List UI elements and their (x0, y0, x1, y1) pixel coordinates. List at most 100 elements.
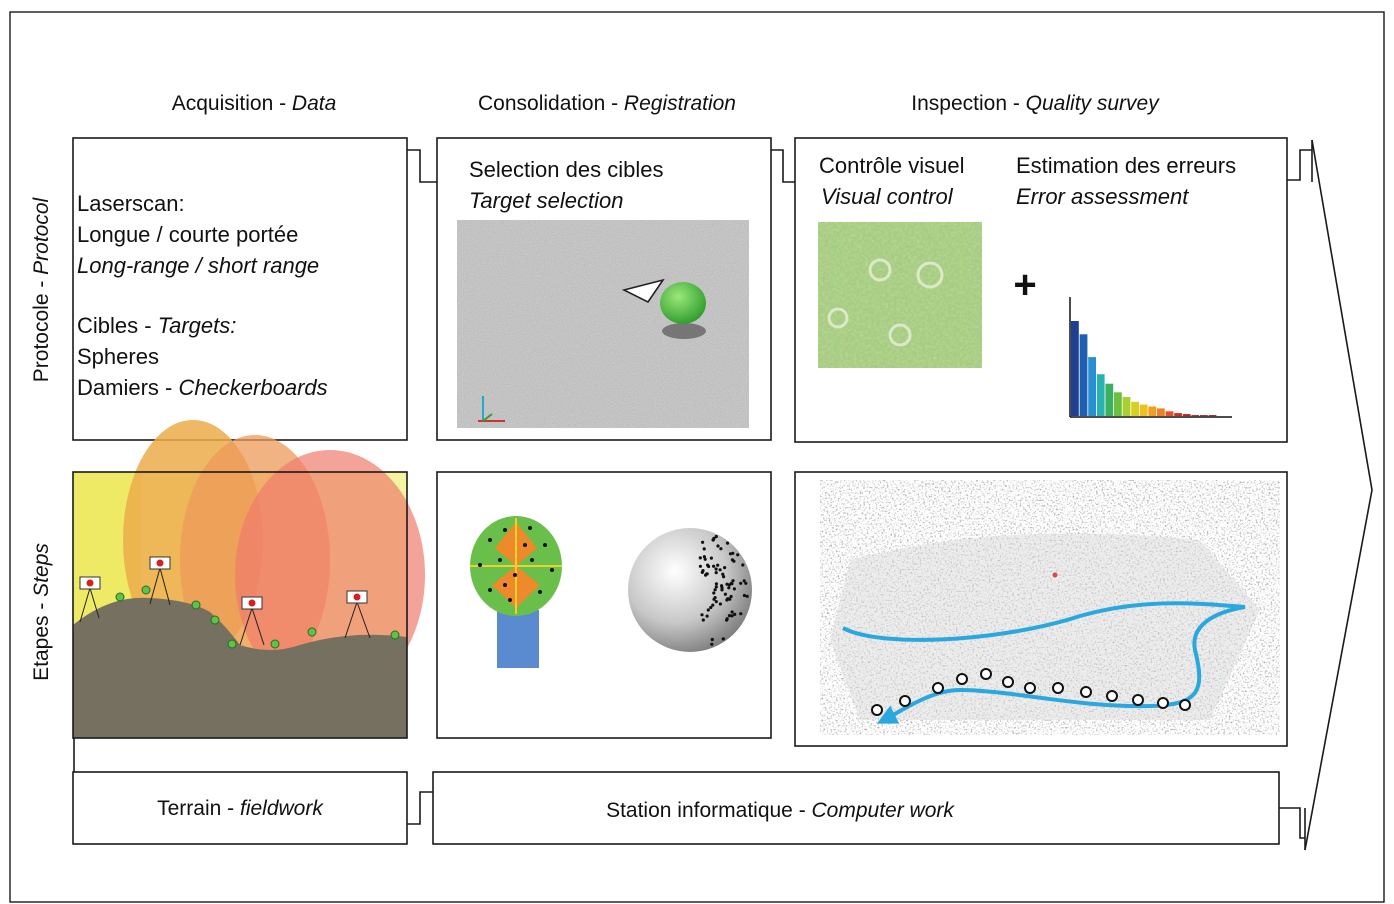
visual-control-fr: Contrôle visuel (819, 153, 965, 178)
error-histogram (1069, 297, 1232, 418)
sphere-dot (730, 610, 734, 614)
sphere-dot (745, 594, 749, 598)
sphere-dot (714, 567, 718, 571)
target-dots (115, 585, 400, 649)
sphere-dot (719, 547, 723, 551)
histogram-bar (1139, 404, 1148, 416)
sphere-dot (703, 557, 707, 561)
sphere (628, 528, 752, 652)
checkerboards-label: Damiers - Checkerboards (77, 375, 328, 400)
sphere-dot (730, 614, 734, 618)
sphere-dot (714, 534, 718, 539)
sphere-dot (722, 575, 726, 579)
sphere-dot (711, 603, 715, 607)
sphere-dot (712, 564, 716, 568)
inspection-steps-panel (794, 471, 1288, 747)
sphere-dot (723, 592, 728, 596)
sphere-dot (725, 541, 730, 545)
target-selection-title-en: Target selection (469, 188, 624, 213)
process-arrow (1304, 139, 1373, 851)
fieldwork-box (72, 771, 408, 845)
sphere-dot (733, 612, 737, 617)
sphere-dot (698, 564, 703, 568)
sphere-dot (718, 602, 723, 606)
sphere-dot (710, 637, 714, 642)
sphere-dot (701, 540, 705, 544)
sphere-dot (707, 564, 711, 569)
sphere-dot (732, 587, 737, 591)
sphere-dot (744, 581, 748, 585)
range-label-fr: Longue / courte portée (77, 222, 298, 247)
sphere-dot (731, 579, 735, 583)
scanner-icons (79, 556, 371, 646)
sphere-dot (720, 586, 724, 590)
sphere-dot (706, 608, 710, 612)
sphere-dot (742, 593, 747, 598)
histogram-bar (1079, 334, 1088, 416)
fieldwork-label: Terrain - fieldwork (157, 797, 324, 820)
sphere-dot (714, 585, 718, 589)
sphere-dot (701, 569, 705, 573)
sphere-dot (725, 617, 729, 621)
sphere-dot (710, 642, 714, 646)
row-label-steps: Etapes - Steps (30, 543, 53, 681)
sphere-dot (702, 555, 707, 559)
sphere-dot (716, 544, 720, 548)
column-header-consolidation: Consolidation - Registration (478, 92, 736, 115)
column-header-acquisition: Acquisition - Data (172, 92, 337, 115)
connector-protocol-3 (1287, 149, 1312, 181)
spheres-label: Spheres (77, 344, 159, 369)
histogram-bar (1122, 397, 1131, 416)
sphere-dot (712, 591, 716, 595)
error-assessment-fr: Estimation des erreurs (1016, 153, 1236, 178)
column-header-inspection: Inspection - Quality survey (911, 92, 1160, 115)
sphere-dot (716, 563, 720, 567)
target-selection-image (457, 220, 749, 428)
targets-label: Cibles - Targets: (77, 313, 236, 338)
sphere-dot (704, 573, 708, 577)
sphere-dot (723, 566, 727, 570)
connector-footer-2 (1279, 807, 1305, 839)
sphere-dot (701, 618, 705, 622)
sphere-dot (728, 552, 733, 556)
sphere-target-image (628, 528, 752, 652)
sphere-dot (700, 613, 704, 617)
sphere-dot (720, 588, 724, 592)
sphere-dot (725, 582, 729, 586)
connector-protocol-2 (771, 149, 795, 183)
checkerboard-target-image (470, 516, 562, 668)
sphere-dot (736, 553, 740, 557)
terrain-profile (73, 597, 407, 738)
range-label-en: Long-range / short range (77, 253, 319, 278)
histogram-bar (1174, 413, 1182, 416)
sphere-dot (727, 586, 731, 590)
histogram-bar (1071, 321, 1079, 416)
acquisition-steps-panel (72, 420, 425, 739)
histogram-bar (1157, 408, 1165, 416)
target-selection-title-fr: Selection des cibles (469, 157, 663, 182)
error-assessment-en: Error assessment (1016, 184, 1189, 209)
sphere-dot (709, 556, 714, 560)
sphere-dot (718, 568, 722, 572)
sphere-dot (714, 582, 719, 586)
histogram-bar (1105, 383, 1114, 416)
laserscan-label: Laserscan: (77, 191, 185, 216)
computer-work-box (432, 771, 1280, 845)
histogram-bar (1208, 415, 1217, 417)
sphere-dot (730, 558, 735, 562)
histogram-bar (1096, 374, 1105, 416)
sphere-dot (739, 612, 743, 616)
histogram-bar (1131, 401, 1139, 417)
outer-frame (9, 11, 1385, 903)
histogram-bar (1200, 415, 1208, 417)
connector-footer-1 (407, 791, 433, 825)
sphere-dot (705, 614, 709, 618)
sphere-dot (727, 583, 732, 587)
cursor-icon (621, 278, 665, 304)
sphere-dot (727, 614, 732, 618)
histogram-bar (1191, 415, 1200, 417)
acquisition-protocol-box (72, 137, 408, 441)
histogram-bar (1182, 414, 1191, 416)
sphere-dot (721, 572, 725, 576)
